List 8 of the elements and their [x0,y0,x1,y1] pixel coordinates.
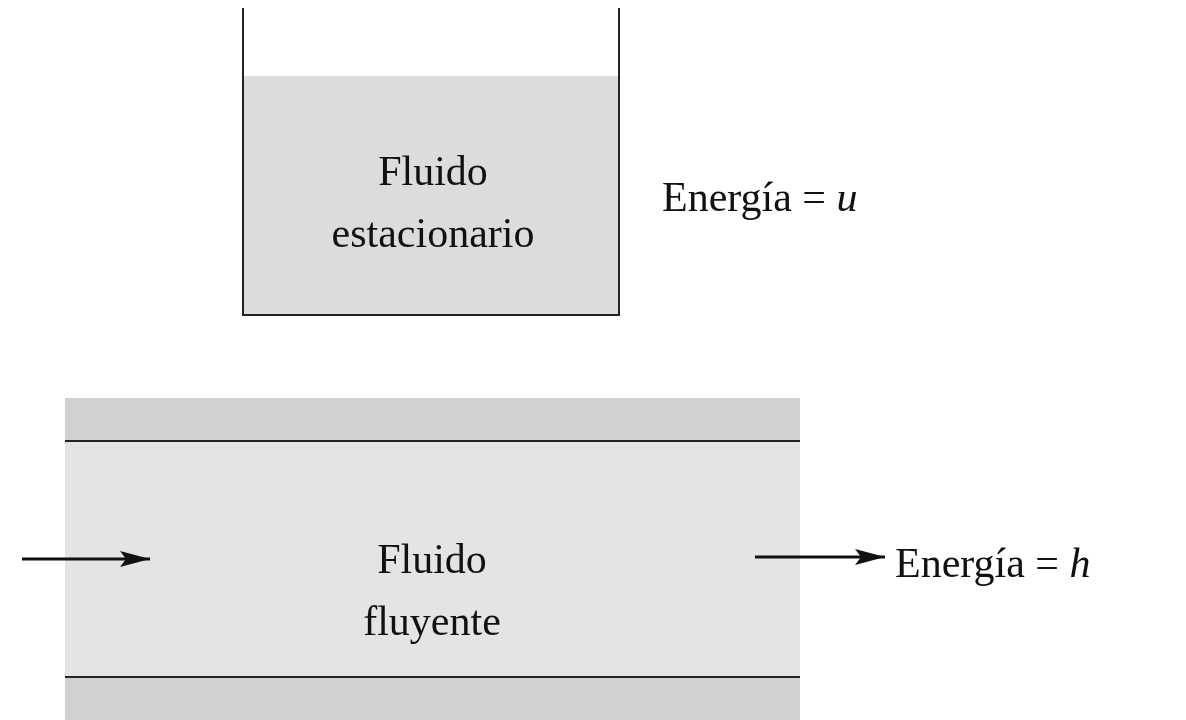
arrow [22,551,150,567]
pipe-drawing [65,398,800,720]
arrow [755,549,885,565]
energy-label: Energía = u [662,173,858,222]
container-drawing [242,8,620,316]
energy-label: Energía = h [895,539,1092,588]
fluid-label: Fluido fluyente [362,535,502,646]
fluid-label: Fluido estacionario [330,147,536,258]
